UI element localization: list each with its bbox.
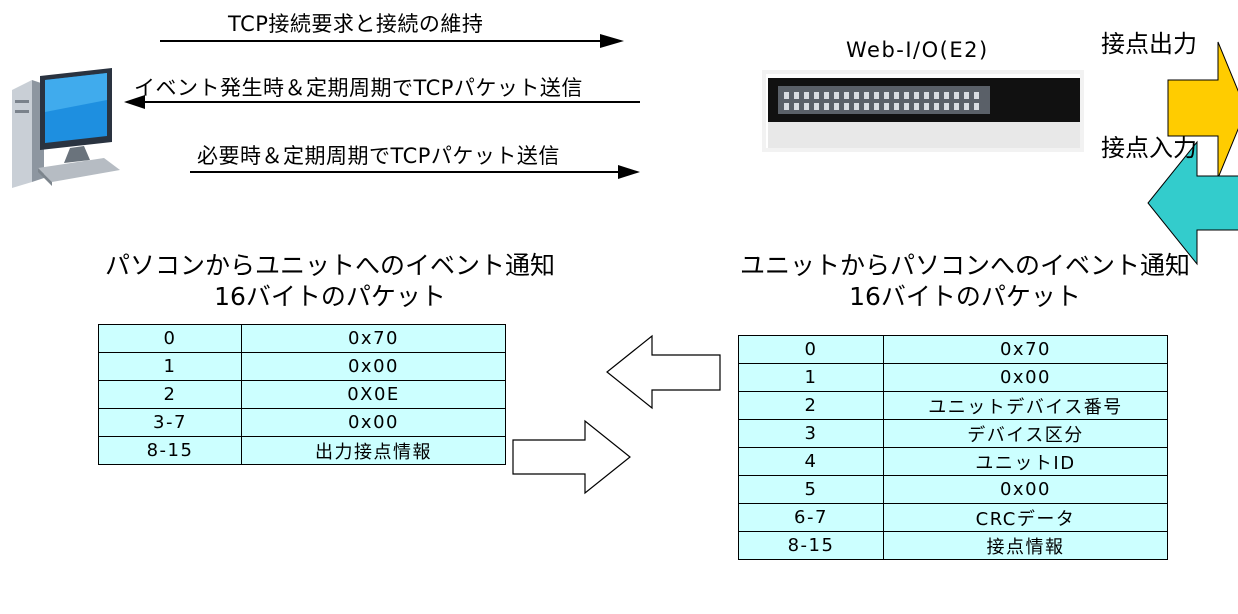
byte-value: ユニットID bbox=[883, 447, 1168, 476]
byte-value: 0x70 bbox=[241, 324, 506, 353]
left-packet-title-line1: パソコンからユニットへのイベント通知 bbox=[104, 251, 555, 280]
web-io-device-icon bbox=[762, 70, 1084, 152]
byte-index: 4 bbox=[738, 447, 884, 476]
byte-value: 0x00 bbox=[241, 352, 506, 381]
byte-index: 0 bbox=[98, 324, 242, 353]
byte-value: 0x00 bbox=[883, 475, 1168, 504]
byte-index: 6-7 bbox=[738, 503, 884, 532]
message-tcp-connect: TCP接続要求と接続の維持 bbox=[228, 12, 484, 36]
periodic-send-arrow bbox=[190, 165, 640, 179]
byte-value: ユニットデバイス番号 bbox=[883, 391, 1168, 420]
right-packet-title-line1: ユニットからパソコンへのイベント通知 bbox=[739, 251, 1190, 280]
byte-index: 0 bbox=[738, 335, 884, 364]
event-send-arrow bbox=[124, 95, 640, 109]
output-arrow-icon bbox=[1167, 41, 1238, 179]
left-packet-title-line2: 16バイトのパケット bbox=[214, 282, 446, 311]
transfer-right-arrow-icon bbox=[512, 419, 631, 495]
byte-value: 0x00 bbox=[883, 363, 1168, 392]
message-event-send: イベント発生時＆定期周期でTCPパケット送信 bbox=[134, 76, 583, 100]
byte-value: 0x70 bbox=[883, 335, 1168, 364]
byte-value: デバイス区分 bbox=[883, 419, 1168, 448]
pc-icon bbox=[12, 68, 120, 188]
byte-value: CRCデータ bbox=[883, 503, 1168, 532]
contact-input-label: 接点入力 bbox=[1101, 134, 1197, 162]
byte-index: 3-7 bbox=[98, 408, 242, 437]
byte-index: 2 bbox=[738, 391, 884, 420]
message-periodic-send: 必要時＆定期周期でTCPパケット送信 bbox=[197, 144, 560, 168]
byte-value: 0x00 bbox=[241, 408, 506, 437]
byte-index: 8-15 bbox=[738, 531, 884, 560]
byte-value: 出力接点情報 bbox=[241, 436, 506, 465]
byte-value: 接点情報 bbox=[883, 531, 1168, 560]
right-packet-title: ユニットからパソコンへのイベント通知 16バイトのパケット bbox=[700, 250, 1230, 312]
right-packet-title-line2: 16バイトのパケット bbox=[849, 282, 1081, 311]
tcp-connect-arrow bbox=[160, 34, 624, 48]
byte-index: 1 bbox=[738, 363, 884, 392]
byte-value: 0X0E bbox=[241, 380, 506, 409]
contact-output-label: 接点出力 bbox=[1101, 30, 1197, 58]
device-label: Web-I/O(E2) bbox=[846, 38, 989, 62]
byte-index: 3 bbox=[738, 419, 884, 448]
byte-index: 8-15 bbox=[98, 436, 242, 465]
input-arrow-icon bbox=[1147, 140, 1238, 266]
byte-index: 2 bbox=[98, 380, 242, 409]
byte-index: 5 bbox=[738, 475, 884, 504]
transfer-left-arrow-icon bbox=[606, 334, 721, 410]
left-packet-title: パソコンからユニットへのイベント通知 16バイトのパケット bbox=[60, 250, 600, 312]
byte-index: 1 bbox=[98, 352, 242, 381]
